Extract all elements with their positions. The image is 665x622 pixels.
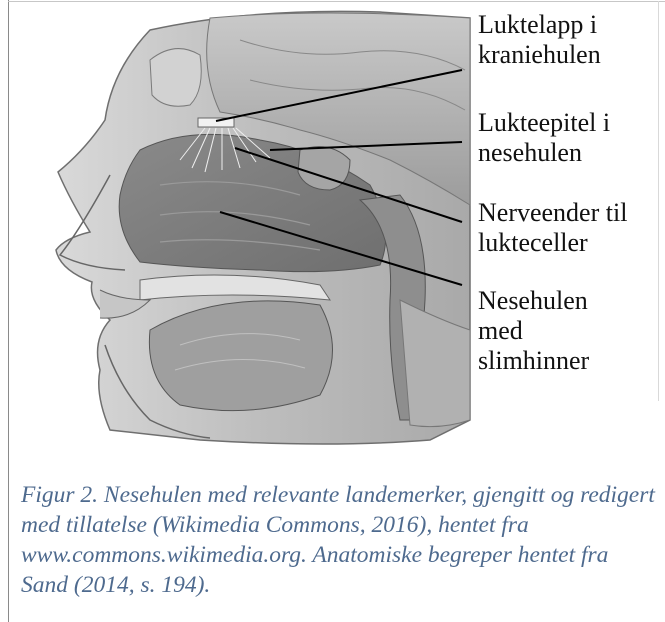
tongue — [149, 301, 332, 411]
label-olfactory-bulb: Luktelapp i kraniehulen — [478, 10, 601, 70]
frontal-sinus — [150, 49, 201, 107]
label-nerve-endings: Nerveender til lukteceller — [478, 198, 627, 258]
label-nasal-cavity: Nesehulen med slimhinner — [478, 286, 589, 376]
label-olfactory-epithelium: Lukteepitel i nesehulen — [478, 108, 610, 168]
figure-caption: Figur 2. Nesehulen med relevante landeme… — [21, 480, 657, 600]
